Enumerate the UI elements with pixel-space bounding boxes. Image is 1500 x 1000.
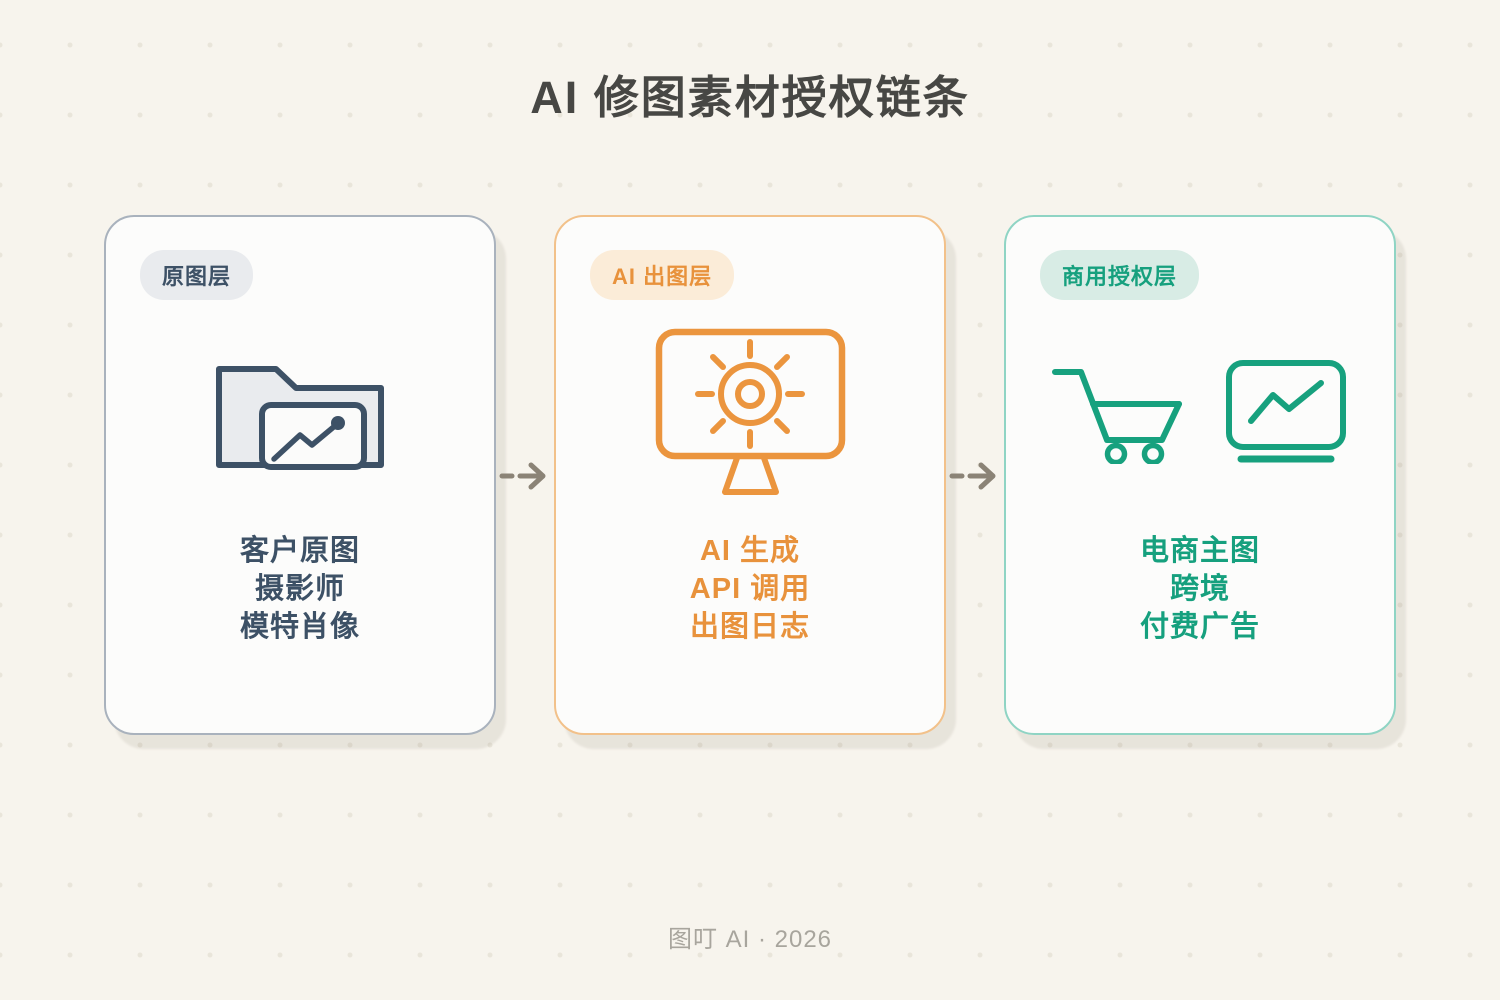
card-line: 模特肖像 (239, 611, 360, 643)
flow-arrow (946, 460, 1004, 492)
card-line: 出图日志 (689, 611, 810, 643)
card-text-block: AI 生成 API 调用 出图日志 (556, 532, 944, 646)
card-line: AI 生成 (699, 535, 801, 567)
ai-screen-icon (655, 328, 845, 495)
footer-credit: 图叮 AI · 2026 (667, 926, 833, 953)
cart-icon (1052, 369, 1182, 464)
card-line: 跨境 (1169, 573, 1230, 605)
dashed-right-arrow-icon (949, 462, 996, 490)
flow-card-original: 原图层 客户原图 摄影师 模特肖像 (104, 215, 496, 735)
dashed-right-arrow-icon (499, 462, 546, 490)
card-icon-box (556, 306, 944, 518)
card-line: 付费广告 (1139, 611, 1260, 643)
page-title: AI 修图素材授权链条 (530, 72, 970, 123)
flow-cards-row: 原图层 客户原图 摄影师 模特肖像 AI 出图层 (104, 215, 1396, 735)
layer-badge-original: 原图层 (140, 250, 254, 300)
card-icon-box (106, 306, 494, 518)
card-line: API 调用 (689, 573, 811, 605)
card-line: 电商主图 (1139, 535, 1260, 567)
card-text-block: 电商主图 跨境 付费广告 (1006, 532, 1394, 646)
layer-badge-ai: AI 出图层 (590, 250, 735, 300)
card-line: 摄影师 (254, 573, 345, 605)
layer-badge-commercial: 商用授权层 (1040, 250, 1200, 300)
flow-card-ai: AI 出图层 AI 生成 API (554, 215, 946, 735)
card-icon-box (1006, 306, 1394, 518)
card-text-block: 客户原图 摄影师 模特肖像 (106, 532, 494, 646)
flow-arrow (496, 460, 554, 492)
folder-image-icon (216, 366, 384, 470)
chart-screen-icon (1226, 360, 1346, 463)
flow-card-commercial: 商用授权层 电商主图 跨境 付费广告 (1004, 215, 1396, 735)
card-line: 客户原图 (239, 535, 360, 567)
